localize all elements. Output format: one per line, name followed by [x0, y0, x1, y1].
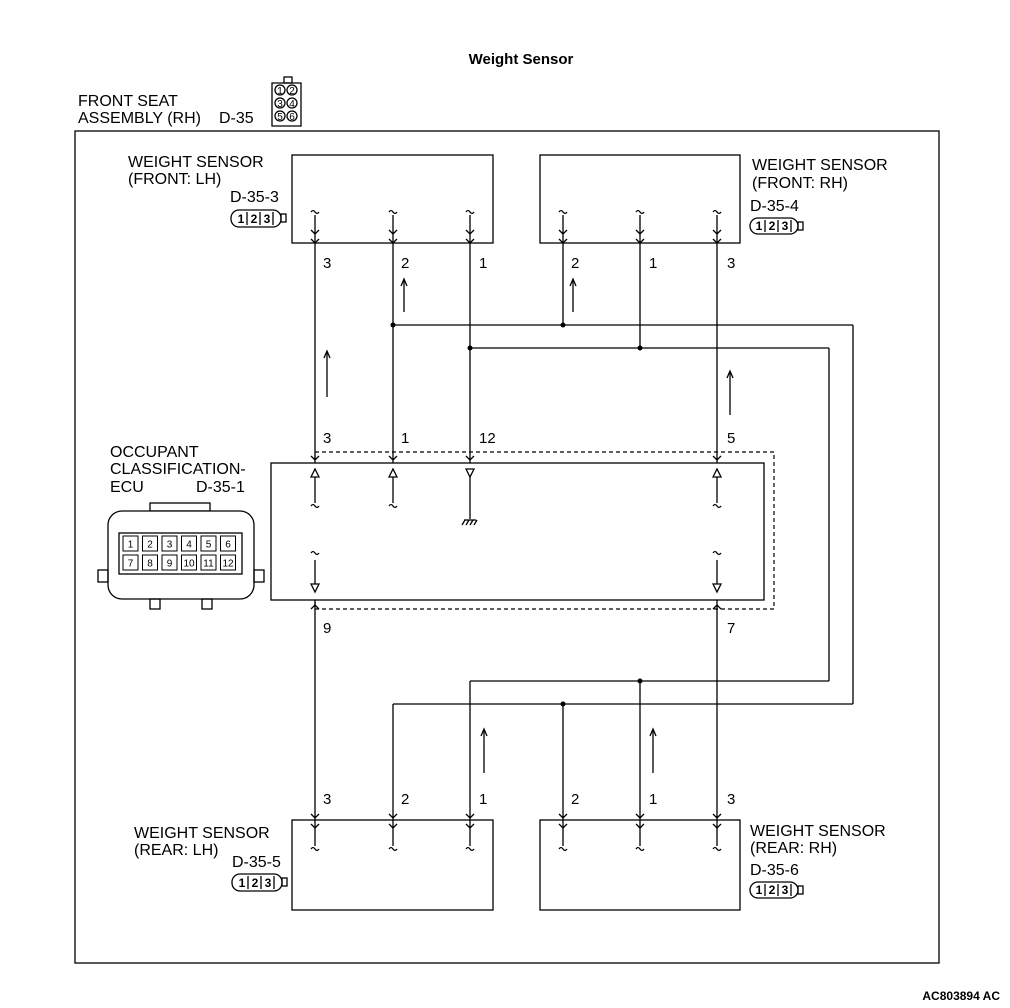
- svg-text:5: 5: [277, 112, 283, 123]
- ecu-pin-number: 6: [225, 540, 231, 551]
- weight-sensor-rear-rh: 2 1 3: [539, 791, 741, 911]
- ecu-pin-9: 9: [323, 620, 331, 637]
- rear-rh-label-2: (REAR: RH): [750, 840, 837, 857]
- ecu-label-1: OCCUPANT: [110, 444, 199, 461]
- front-rh-pin-1: 1: [649, 255, 657, 272]
- diagram-title: Weight Sensor: [469, 51, 574, 68]
- front-rh-connector-icon: 1 2 3: [749, 217, 804, 235]
- ecu-pin-cell: [142, 535, 158, 552]
- reference-code: AC803894 AC: [922, 989, 1000, 1003]
- ecu-pin-number: 5: [206, 540, 212, 551]
- rear-rh-label-1: WEIGHT SENSOR: [750, 823, 886, 840]
- weight-sensor-front-lh: 3 2 1: [291, 154, 494, 272]
- rear-rh-pin-3: 3: [727, 791, 735, 808]
- ecu-pin-cell: [220, 554, 236, 571]
- wiring: [314, 243, 854, 818]
- svg-text:2: 2: [251, 212, 258, 226]
- svg-text:2: 2: [769, 883, 776, 897]
- occupant-classification-ecu: 3 1 12 5 9 7: [270, 430, 775, 637]
- ecu-pin-number: 1: [128, 540, 134, 551]
- svg-text:2: 2: [769, 219, 776, 233]
- front-lh-label-1: WEIGHT SENSOR: [128, 154, 264, 171]
- ecu-pin-number: 7: [128, 559, 134, 570]
- rear-rh-connector-icon: 1 2 3: [749, 881, 804, 899]
- ecu-pin-cell: [200, 535, 217, 552]
- ecu-label-3: ECU: [110, 479, 144, 496]
- ecu-pin-cell: [181, 535, 197, 552]
- front-lh-pin-1: 1: [479, 255, 487, 272]
- svg-text:3: 3: [277, 99, 283, 110]
- ecu-pin-3: 3: [323, 430, 331, 447]
- seat-assembly-connector-id: D-35: [219, 110, 254, 127]
- seat-assembly-label-1: FRONT SEAT: [78, 93, 178, 110]
- svg-text:3: 3: [265, 876, 272, 890]
- seat-assembly-label-2: ASSEMBLY (RH): [78, 110, 201, 127]
- rear-lh-label-2: (REAR: LH): [134, 842, 218, 859]
- ecu-pin-number: 11: [203, 559, 214, 570]
- front-rh-pin-2: 2: [571, 255, 579, 272]
- rear-lh-pin-2: 2: [401, 791, 409, 808]
- front-lh-connector-icon: 1 2 3: [230, 209, 287, 228]
- rear-rh-pin-1: 1: [649, 791, 657, 808]
- front-lh-label-2: (FRONT: LH): [128, 171, 221, 188]
- rear-rh-pin-2: 2: [571, 791, 579, 808]
- seat-assembly-frame: [74, 130, 940, 964]
- svg-text:3: 3: [782, 219, 789, 233]
- rear-lh-pin-1: 1: [479, 791, 487, 808]
- ecu-pin-7: 7: [727, 620, 735, 637]
- ecu-pin-number: 4: [186, 540, 192, 551]
- front-rh-label-2: (FRONT: RH): [752, 175, 848, 192]
- svg-text:1: 1: [277, 86, 283, 97]
- front-lh-pin-3: 3: [323, 255, 331, 272]
- rear-lh-label-1: WEIGHT SENSOR: [134, 825, 270, 842]
- ecu-pin-number: 12: [222, 559, 234, 570]
- ecu-connector-id: D-35-1: [196, 479, 245, 496]
- svg-text:4: 4: [289, 99, 295, 110]
- ecu-label-2: CLASSIFICATION-: [110, 461, 246, 478]
- front-lh-pin-2: 2: [401, 255, 409, 272]
- weight-sensor-rear-lh: 3 2 1: [291, 791, 494, 911]
- svg-text:3: 3: [264, 212, 271, 226]
- ecu-pin-1: 1: [401, 430, 409, 447]
- svg-text:2: 2: [289, 86, 295, 97]
- front-rh-connector-id: D-35-4: [750, 198, 799, 215]
- rear-lh-pin-3: 3: [323, 791, 331, 808]
- svg-text:1: 1: [239, 876, 246, 890]
- svg-text:3: 3: [782, 883, 789, 897]
- svg-text:1: 1: [756, 219, 763, 233]
- ecu-pin-cell: [220, 535, 236, 552]
- rear-rh-connector-id: D-35-6: [750, 862, 799, 879]
- rear-lh-connector-icon: 1 2 3: [231, 873, 288, 892]
- front-lh-connector-id: D-35-3: [230, 189, 279, 206]
- ecu-pin-cell: [122, 554, 139, 571]
- ecu-pin-cell: [161, 554, 178, 571]
- ecu-pin-cell: [181, 554, 197, 571]
- svg-text:1: 1: [756, 883, 763, 897]
- ecu-pin-cell: [200, 554, 217, 571]
- ecu-pin-cell: [161, 535, 178, 552]
- weight-sensor-front-rh: 2 1 3: [539, 154, 741, 272]
- front-rh-label-1: WEIGHT SENSOR: [752, 157, 888, 174]
- ecu-pin-cell: [142, 554, 158, 571]
- signal-arrows: [323, 277, 734, 773]
- svg-text:1: 1: [238, 212, 245, 226]
- ecu-pin-cell: [122, 535, 139, 552]
- svg-text:6: 6: [289, 112, 295, 123]
- rear-lh-connector-id: D-35-5: [232, 854, 281, 871]
- ecu-pin-number: 8: [147, 559, 153, 570]
- ecu-pin-number: 9: [167, 559, 173, 570]
- ecu-pin-5: 5: [727, 430, 735, 447]
- ecu-pin-number: 10: [183, 559, 195, 570]
- d35-connector-icon: 1 2 3 4 5 6: [271, 76, 302, 127]
- ecu-pin-number: 2: [147, 540, 153, 551]
- front-rh-pin-3: 3: [727, 255, 735, 272]
- ecu-pin-12: 12: [479, 430, 496, 447]
- ecu-pin-number: 3: [167, 540, 173, 551]
- svg-text:2: 2: [252, 876, 259, 890]
